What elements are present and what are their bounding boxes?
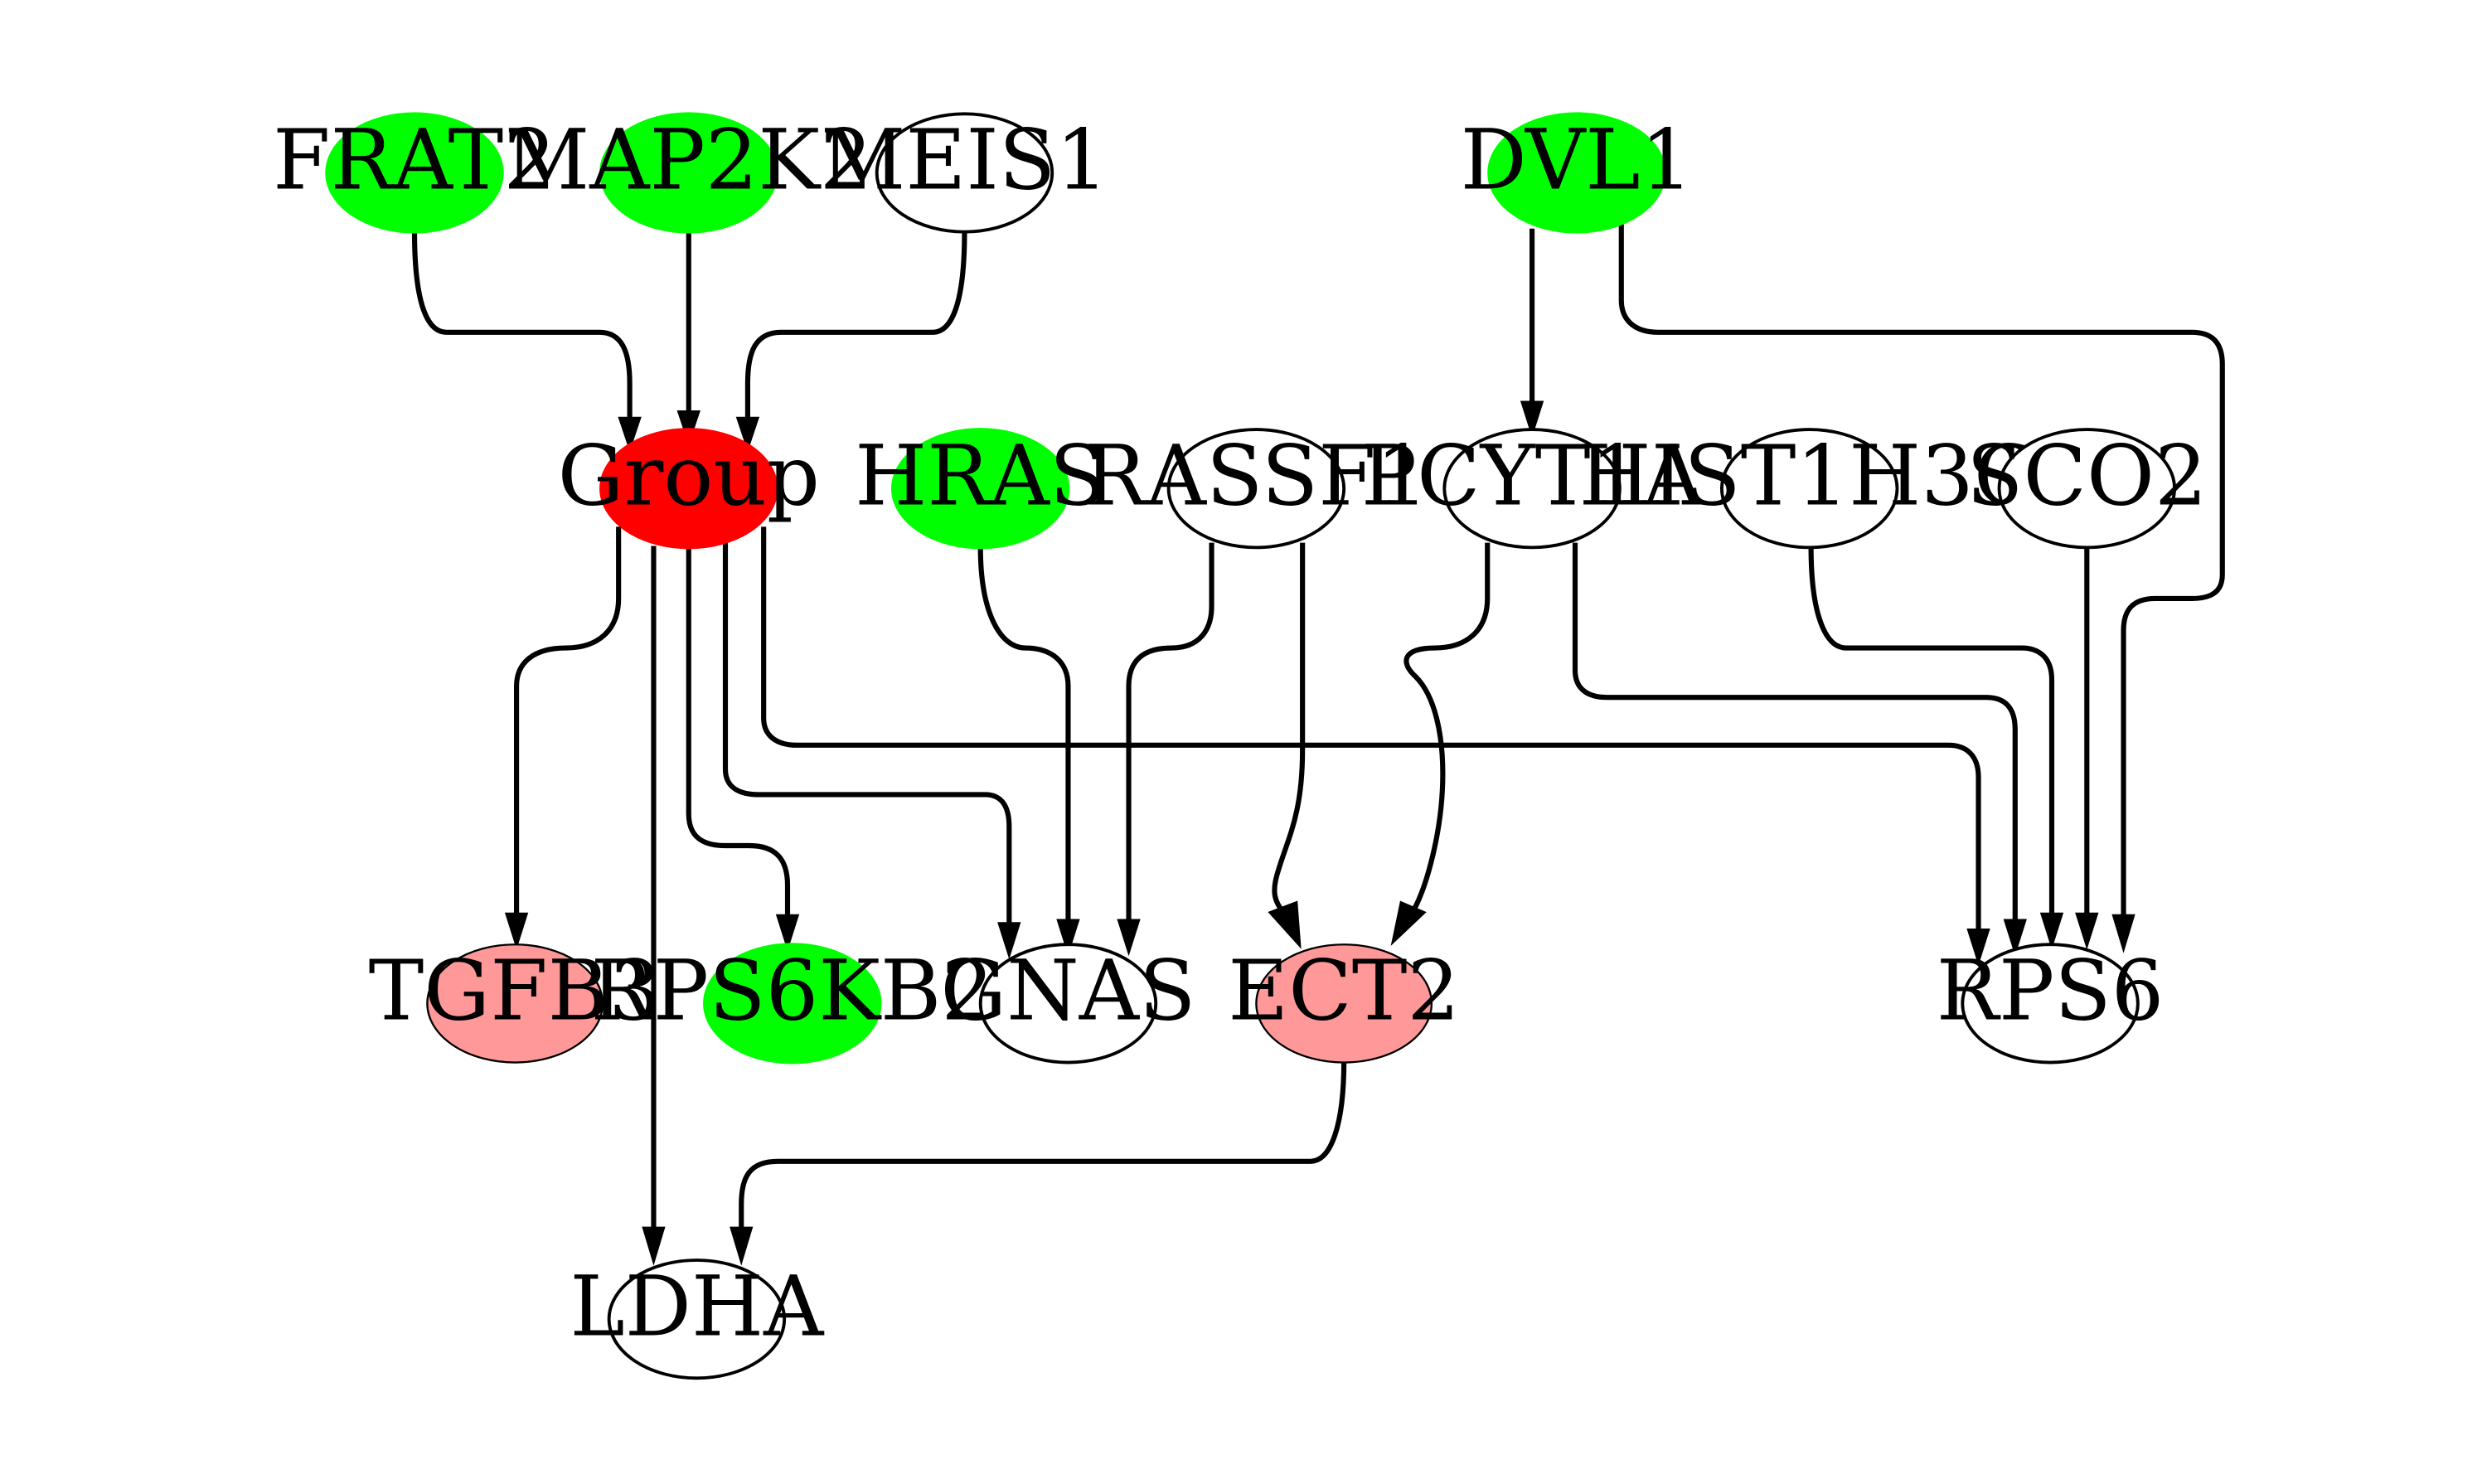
- node-hist1h3g[interactable]: HIST1H3G: [1579, 427, 2040, 550]
- node-ect2-label: ECT2: [1228, 943, 1460, 1040]
- edge-sco2-rps6: [2075, 547, 2099, 950]
- node-frat2-label: FRAT2: [273, 112, 556, 209]
- edge-pcyt1a-rps6: [1572, 542, 2027, 957]
- node-rps6kb2-shape: [703, 943, 882, 1065]
- edge-frat2-group: [411, 231, 642, 453]
- node-pcyt1a-label: PCYT1A: [1361, 427, 1704, 524]
- node-rps6kb2-label: RPS6KB2: [591, 943, 995, 1040]
- node-hras[interactable]: HRAS: [855, 427, 1106, 550]
- edge-group-tgfb3: [504, 526, 622, 950]
- edge-ect2-ldha: [730, 1060, 1347, 1266]
- node-ldha-shape: [607, 1258, 787, 1380]
- node-group-label: Group: [558, 427, 820, 524]
- node-rps6-label: RPS6: [1937, 943, 2165, 1040]
- node-hist1h3g-label: HIST1H3G: [1579, 427, 2040, 524]
- node-sco2[interactable]: SCO2: [1966, 427, 2208, 550]
- nodes: FRAT2 MAP2K2 MEIS1 DVL1 Group HRAS RASSF…: [273, 112, 2208, 1380]
- edge-rassf1-gnas: [1117, 542, 1214, 957]
- node-ldha[interactable]: LDHA: [570, 1258, 825, 1380]
- node-pcyt1a[interactable]: PCYT1A: [1361, 427, 1704, 550]
- edge-group-ldha: [642, 546, 666, 1266]
- node-meis1-label: MEIS1: [821, 112, 1108, 209]
- node-rps6[interactable]: RPS6: [1937, 943, 2165, 1065]
- node-group-shape: [599, 428, 778, 550]
- node-hras-shape: [891, 428, 1070, 550]
- node-tgfb3-shape: [426, 943, 604, 1064]
- node-rps6kb2[interactable]: RPS6KB2: [591, 943, 995, 1065]
- node-frat2[interactable]: FRAT2: [273, 112, 556, 234]
- node-gnas-shape: [978, 943, 1158, 1065]
- edge-dvl1-pcyt1a: [1520, 228, 1544, 439]
- node-meis1-shape: [875, 112, 1054, 234]
- node-tgfb3[interactable]: TGFB3: [369, 943, 662, 1064]
- node-gnas[interactable]: GNAS: [940, 943, 1196, 1065]
- node-group[interactable]: Group: [558, 427, 820, 550]
- edges: [411, 223, 2225, 1266]
- node-pcyt1a-shape: [1442, 428, 1622, 550]
- node-meis1[interactable]: MEIS1: [821, 112, 1108, 234]
- edge-rassf1-ect2: [1268, 542, 1306, 949]
- node-hras-label: HRAS: [855, 427, 1106, 524]
- edge-group-gnas: [722, 542, 1021, 960]
- edge-map2k2-group: [676, 231, 701, 446]
- node-ect2[interactable]: ECT2: [1228, 943, 1460, 1064]
- edge-hras-gnas: [977, 547, 1080, 957]
- node-map2k2-shape: [599, 112, 778, 234]
- node-rassf1-label: RASSF1: [1084, 427, 1428, 524]
- node-dvl1[interactable]: DVL1: [1461, 112, 1694, 234]
- node-map2k2-label: MAP2K2: [505, 112, 873, 209]
- node-dvl1-shape: [1487, 112, 1666, 234]
- node-ldha-label: LDHA: [570, 1258, 825, 1355]
- edge-group-rps6kb2: [686, 547, 800, 952]
- edge-hist1h3g-rps6: [1808, 547, 2064, 950]
- node-hist1h3g-shape: [1720, 428, 1899, 550]
- node-sco2-shape: [1997, 428, 2176, 550]
- node-frat2-shape: [325, 112, 504, 234]
- node-ect2-shape: [1255, 943, 1433, 1064]
- edge-pcyt1a-ect2: [1390, 542, 1491, 947]
- node-rassf1[interactable]: RASSF1: [1084, 427, 1428, 550]
- node-map2k2[interactable]: MAP2K2: [505, 112, 873, 234]
- edge-group-rps6: [761, 526, 1990, 966]
- edge-meis1-group: [735, 231, 967, 453]
- edge-dvl1-rps6: [1618, 223, 2225, 953]
- node-tgfb3-label: TGFB3: [369, 943, 662, 1040]
- node-rassf1-shape: [1166, 428, 1346, 550]
- node-sco2-label: SCO2: [1966, 427, 2208, 524]
- node-rps6-shape: [1961, 943, 2140, 1065]
- node-dvl1-label: DVL1: [1461, 112, 1694, 209]
- node-gnas-label: GNAS: [940, 943, 1195, 1040]
